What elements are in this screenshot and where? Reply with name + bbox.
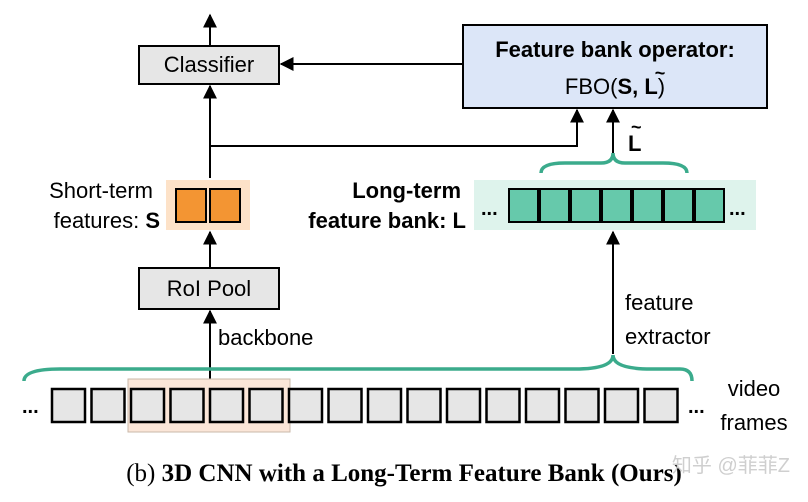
- video-frame-cell: [564, 387, 600, 424]
- long-term-label: Long-term: [352, 178, 461, 203]
- feature-bank-cell: [632, 188, 663, 223]
- feature-bank-cell: [539, 188, 570, 223]
- backbone-label: backbone: [218, 325, 313, 350]
- classifier-label: Classifier: [164, 52, 254, 77]
- video-frame-cell: [485, 387, 521, 424]
- feature-extractor-label-2: extractor: [625, 324, 711, 349]
- video-frame-cell: [643, 387, 679, 424]
- fbo-formula-suffix: ): [658, 74, 665, 99]
- short-term-features: [166, 180, 250, 230]
- video-frame-cell: [406, 387, 442, 424]
- video-frame-cell: [248, 387, 284, 424]
- video-frame-cell: [169, 387, 205, 424]
- video-frame-cell: [524, 387, 561, 424]
- short-term-to-fbo-arrow: [210, 108, 584, 147]
- fbo-tilde: ~: [655, 63, 666, 83]
- fbo-formula-prefix: FBO(: [565, 74, 618, 99]
- watermark: 知乎 @菲菲Z: [672, 454, 790, 477]
- feature-extractor-label: feature: [625, 290, 694, 315]
- video-frame-cell: [445, 387, 482, 424]
- ltilde-label: L: [628, 131, 641, 156]
- video-frame-cell: [90, 387, 126, 424]
- fbo-formula-l: L: [644, 74, 657, 99]
- feature-bank-ellipsis-left: ...: [481, 198, 498, 220]
- short-term-label: Short-term: [49, 178, 153, 203]
- short-term-label-2: features: S: [54, 208, 160, 233]
- video-frame-cells: [50, 387, 679, 424]
- video-frame-cell: [129, 387, 166, 424]
- feature-bank-cell: [663, 188, 694, 223]
- video-frame-cell: [50, 387, 87, 424]
- video-frame-cell: [603, 387, 640, 424]
- fbo-box: Feature bank operator: FBO(S, L) ~: [462, 24, 768, 109]
- video-frames: ... ...: [22, 378, 705, 433]
- video-frames-label: video: [728, 376, 781, 401]
- ltilde-mark: ~: [631, 117, 642, 137]
- caption-prefix: (b): [126, 460, 161, 487]
- video-frame-cell: [366, 387, 403, 424]
- video-brace: [22, 354, 694, 382]
- feature-bank-cell: [694, 188, 725, 223]
- feature-bank-cells: [508, 188, 725, 223]
- feature-bank-ellipsis-right: ...: [729, 198, 746, 220]
- fbo-formula: FBO(S, L): [565, 74, 665, 99]
- video-frames-label-2: frames: [720, 410, 787, 435]
- feature-bank-cell: [508, 188, 539, 223]
- video-ellipsis-right: ...: [688, 396, 705, 418]
- fbo-title: Feature bank operator:: [495, 37, 735, 62]
- feature-bank: ... ...: [474, 180, 756, 230]
- long-term-label-2: feature bank: L: [308, 208, 466, 233]
- video-ellipsis-left: ...: [22, 396, 39, 418]
- feature-bank-brace: [539, 152, 689, 174]
- caption-title: 3D CNN with a Long-Term Feature Bank (Ou…: [162, 460, 682, 487]
- video-frame-cell: [287, 387, 324, 424]
- classifier-box: Classifier: [138, 45, 280, 85]
- video-frame-cell: [327, 387, 363, 424]
- roi-pool-box: RoI Pool: [138, 267, 280, 310]
- caption: (b) 3D CNN with a Long-Term Feature Bank…: [126, 460, 682, 487]
- feature-bank-cell: [570, 188, 601, 223]
- fbo-formula-s: S,: [617, 74, 644, 99]
- feature-bank-cell: [601, 188, 632, 223]
- roi-pool-label: RoI Pool: [167, 276, 251, 301]
- video-frame-cell: [208, 387, 245, 424]
